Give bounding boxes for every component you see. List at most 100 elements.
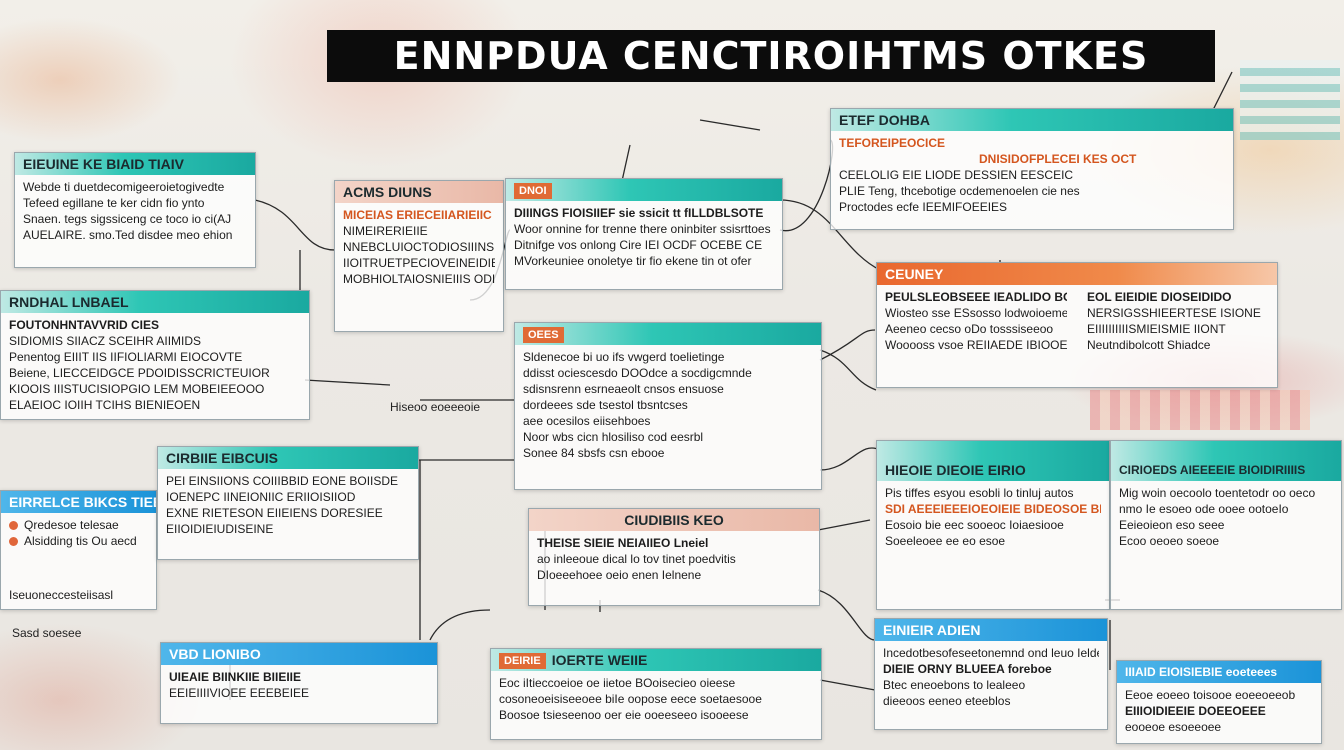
panel-body: MICEIAS ERIECEIIARIEIIC NIMEIRERIEIIE NN… (335, 203, 503, 291)
panel-body: Sldenecoe bi uo ifs vwgerd toelietinge d… (515, 345, 821, 465)
panel-body: PEI EINSIIONS COIIIBBID EONE BOIISDE IOE… (158, 469, 418, 541)
panel-body: Qredesoe telesae Alsidding tis Ou aecd I… (1, 513, 156, 607)
panel-body: PEULSLEOBSEEE IEADLIDO BO SOB Wiosteo ss… (877, 285, 1277, 357)
panel-header: IIIAID EIOISIEBIE eoeteees (1117, 661, 1321, 683)
panel-header: CIRBIIE EIBCUIS (158, 447, 418, 469)
panel-footer: Iseuoneccesteiisasl (9, 588, 114, 602)
panel-tag: DEIRIE (499, 653, 546, 670)
panel-line: DIIINGS FIOISIIEF sie ssicit tt fILLDBLS… (514, 206, 764, 220)
panel-line: PEI EINSIIONS COIIIBBID EONE BOIISDE (166, 474, 399, 488)
panel-line: MVorkeuniee onoletye tir fio ekene tin o… (514, 254, 752, 268)
panel-line: Beiene, LIECCEIDGCE PDOIDISSCRICTEUIOR (9, 366, 270, 380)
panel-header: ACMS DIUNS (335, 181, 503, 203)
panel-body: THEISE SIEIE NEIAIIEO Lneiel ao inleeoue… (529, 531, 819, 587)
panel-line: Btec eneoebons to lealeeo (883, 678, 1026, 692)
panel-line: THEISE SIEIE NEIAIIEO Lneiel (537, 536, 709, 550)
panel-center-lower: CIUDIBIIS KEO THEISE SIEIE NEIAIIEO Lnei… (528, 508, 820, 606)
panel-tag: DNOI (514, 183, 552, 200)
panel-bottom-left: EIRRELCE BIKCS TIEBE Qredesoe telesae Al… (0, 490, 157, 610)
panel-column-right: EOL EIEIDIE DIOSEIDIDO NERSIGSSHIEERTESE… (1087, 289, 1269, 353)
panel-line: Penentog EIIIT IIS IIFIOLIARMI EIOCOVTE (9, 350, 243, 364)
panel-line: KIOOIS IIISTUCISIOPGIO LEM MOBEIEEOOO (9, 382, 265, 396)
panel-line: FOUTONHNTAVVRID CIES (9, 318, 160, 332)
panel-line: ao inleeoue dical lo tov tinet poedvitis (537, 552, 736, 566)
panel-line: IIOITRUETPECIOVEINEIDIBER (343, 256, 495, 270)
panel-header: ETEF DOHBA (831, 109, 1233, 131)
panel-body: Eeoe eoeeo toisooe eoeeoeeob EIIIOIDIEEI… (1117, 683, 1321, 739)
panel-line: MOBHIOLTAIOSNIEIIIS ODISCOREAUS (343, 272, 495, 286)
panel-header: HIEOIE DIEOIE EIRIO (877, 441, 1109, 481)
panel-line: Sldenecoe bi uo ifs vwgerd toelietinge (523, 350, 725, 364)
panel-line: dordeees sde tsestol tbsntcses (523, 398, 688, 412)
bullet-icon (9, 521, 18, 531)
panel-line: NERSIGSSHIEERTESE ISIONE (1087, 306, 1261, 320)
panel-left-center: CIRBIIE EIBCUIS PEI EINSIIONS COIIIBBID … (157, 446, 419, 560)
panel-line: NIMEIRERIEIIE (343, 224, 428, 238)
panel-top-center-left: ACMS DIUNS MICEIAS ERIECEIIARIEIIC NIMEI… (334, 180, 504, 332)
panel-line: ELAEIOC IOIIH TCIHS BIENIEOEN (9, 398, 201, 412)
panel-right-middle: HIEOIE DIEOIE EIRIO Pis tiffes esyou eso… (876, 440, 1110, 610)
panel-line: aee ocesilos eiisehboes (523, 414, 651, 428)
panel-body: Incedotbesofeseetonemnd ond leuo Ielde D… (875, 641, 1107, 713)
panel-mid-left: RNDHAL LNBAEL FOUTONHNTAVVRID CIES SIDIO… (0, 290, 310, 420)
panel-right-lower: EINIEIR ADIEN Incedotbesofeseetonemnd on… (874, 618, 1108, 730)
background-stripes (1090, 390, 1310, 430)
panel-line: sdisnsrenn esrneaeolt cnsos ensuose (523, 382, 724, 396)
panel-header: OEES (515, 323, 821, 345)
panel-line: Ditnifge vos onlong Cire IEI OCDF OCEBE … (514, 238, 763, 252)
panel-line: MICEIAS ERIECEIIARIEIIC (343, 208, 492, 222)
panel-body: Eoc iItieccoeioe oe iietoe BOoisecieo oi… (491, 671, 821, 727)
connector-label: Sasd soesee (12, 626, 82, 640)
panel-line: Pis tiffes esyou esobli lo tinluj autos (885, 486, 1074, 500)
panel-line: UIEAIE BIINKIIE BIIEIIE (169, 670, 302, 684)
panel-body: TEFOREIPEOCICE DNISIDOFPLECEI KES OCT CE… (831, 131, 1233, 219)
panel-line: EIIIIIIIIIISMIEISMIE IIONT (1087, 322, 1226, 336)
panel-line: dieeoos eeneo eteeblos (883, 694, 1011, 708)
panel-line: EIIIOIDIEEIE DOEEOEEE (1125, 704, 1266, 718)
panel-far-right-lower: IIIAID EIOISIEBIE eoeteees Eeoe eoeeo to… (1116, 660, 1322, 744)
panel-line: Aeeneo cecso oDo tosssiseeoo (885, 322, 1054, 336)
panel-line: Neutndibolcott Shiadce (1087, 338, 1211, 352)
panel-body: Pis tiffes esyou esobli lo tinluj autos … (877, 481, 1109, 553)
panel-line: eooeoe esoeeoee (1125, 720, 1222, 734)
panel-line: Snaen. tegs sigssiceng ce toco io ci(AJ (23, 212, 232, 226)
panel-line: EXNE RIETESON EIIEIENS DORESIEE (166, 506, 383, 520)
panel-header: EIEUINE KE BIAID TIAIV (15, 153, 255, 175)
panel-line: EEIEIIIIVIOEE EEEBEIEE (169, 686, 310, 700)
panel-line: Proctodes ecfe IEEMIFOEEIES (839, 200, 1008, 214)
panel-line: nmo Ie esoeo ode ooee ootoeIo (1119, 502, 1289, 516)
panel-line: Eeoe eoeeo toisooe eoeeoeeob (1125, 688, 1296, 702)
panel-body: DIIINGS FIOISIIEF sie ssicit tt fILLDBLS… (506, 201, 782, 273)
panel-line: Wooooss vsoe REIIAEDE IBIOOE (885, 338, 1067, 352)
panel-header: CIUDIBIIS KEO (529, 509, 819, 531)
list-item: Qredesoe telesae (9, 517, 148, 533)
panel-header: EIRRELCE BIKCS TIEBE (1, 491, 156, 513)
panel-line: Incedotbesofeseetonemnd ond leuo Ielde (883, 646, 1099, 660)
panel-body: Mig woin oecoolo toentetodr oo oeco nmo … (1111, 481, 1341, 553)
panel-line: DIoeeehoee oeio enen Ielnene (537, 568, 702, 582)
background-stripes-2 (1240, 60, 1340, 140)
panel-line: Eoc iItieccoeioe oe iietoe BOoisecieo oi… (499, 676, 736, 690)
panel-line: IOENEPC IINEIONIIC ERIIOISIIOD (166, 490, 356, 504)
panel-line: SIDIOMIS SIIACZ SCEIHR AIIMIDS (9, 334, 202, 348)
panel-column-left: PEULSLEOBSEEE IEADLIDO BO SOB Wiosteo ss… (885, 289, 1067, 353)
panel-body: Webde ti duetdecomigeeroietogivedte Tefe… (15, 175, 255, 247)
panel-line: Ecoo oeoeo soeoe (1119, 534, 1220, 548)
panel-far-right-middle: CIRIOEDS AIEEEEIE BIOIDIRIIIIS Mig woin … (1110, 440, 1342, 610)
panel-line: NNEBCLUIOCTODIOSIIINS (343, 240, 495, 254)
panel-subtitle: TEFOREIPEOCICE (839, 136, 946, 150)
panel-line: EIIOIDIEIUDISEINE (166, 522, 274, 536)
panel-top-right: ETEF DOHBA TEFOREIPEOCICE DNISIDOFPLECEI… (830, 108, 1234, 230)
panel-line: EOL EIEIDIE DIOSEIDIDO (1087, 290, 1232, 304)
panel-line: DIEIE ORNY BLUEEA foreboe (883, 662, 1052, 676)
panel-line: Tefeed egillane te ker cidn fio ynto (23, 196, 205, 210)
panel-line: Eosoio bie eec sooeoc Ioiaesiooe (885, 518, 1064, 532)
panel-top-center: DNOI DIIINGS FIOISIIEF sie ssicit tt fIL… (505, 178, 783, 290)
connector-label: Hiseoo eoeeeoie (390, 400, 481, 414)
panel-header: CIRIOEDS AIEEEEIE BIOIDIRIIIIS (1111, 441, 1341, 481)
panel-line: AUELAIRE. smo.Ted disdee meo ehion (23, 228, 233, 242)
panel-line: PLIE Teng, thcebotige ocdemenoelen cie n… (839, 184, 1080, 198)
panel-line: Boosoe tsieseenoo oer eie ooeeseeo isooe… (499, 708, 749, 722)
panel-header: DNOI (506, 179, 782, 201)
